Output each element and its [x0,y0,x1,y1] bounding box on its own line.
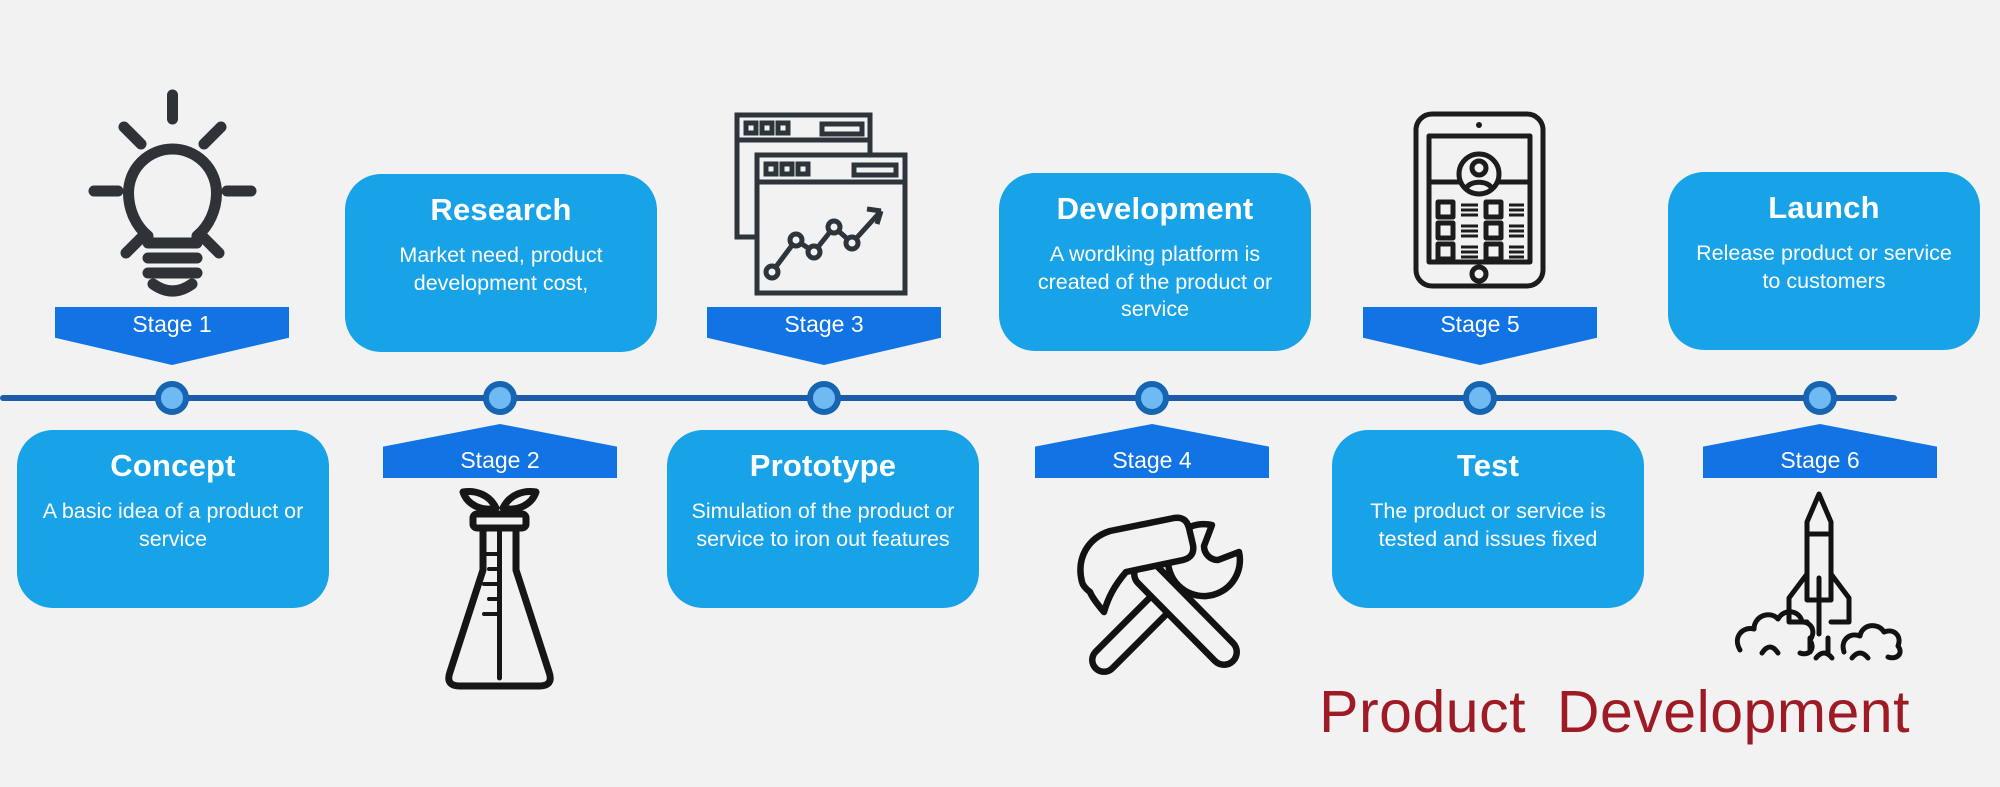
card-description: A wordking platform is created of the pr… [1037,242,1273,322]
card-title: Concept [110,448,236,483]
timeline-line [0,395,1897,401]
stage-label: Stage 3 [784,311,864,337]
stage-banner-5: Stage 5 [1363,307,1597,365]
stage-label: Stage 4 [1112,447,1192,473]
timeline-node-3 [807,381,841,415]
stage-card-test: Test The product or service is tested an… [1332,430,1644,608]
card-description: Market need, product development cost, [399,243,603,295]
card-title: Prototype [749,448,897,483]
stage-card-development: Development A wordking platform is creat… [999,173,1311,351]
card-description: Release product or service to customers [1696,241,1952,293]
card-description: The product or service is tested and iss… [1370,499,1606,551]
stage-card-concept: Concept A basic idea of a product or ser… [17,430,329,608]
rocket-icon [1734,491,1903,661]
stage-label: Stage 6 [1780,447,1860,473]
lightbulb-icon [88,89,257,297]
card-description: A basic idea of a product or service [42,499,304,551]
page-title: Product Development [1319,679,1910,745]
stage-card-research: Research Market need, product developmen… [345,174,657,352]
stage-label: Stage 5 [1440,311,1520,337]
stage-label: Stage 1 [132,311,212,337]
flask-icon [445,488,554,690]
analytics-window-icon [734,112,908,296]
card-title: Research [430,192,572,227]
hammer-wrench-icon [1077,514,1244,675]
stage-banner-6: Stage 6 [1703,424,1937,478]
stage-label: Stage 2 [460,447,540,473]
timeline-node-1 [155,381,189,415]
stage-card-prototype: Prototype Simulation of the product or s… [667,430,979,608]
card-title: Development [1056,191,1254,226]
timeline-node-5 [1463,381,1497,415]
tablet-icon [1413,111,1546,289]
stage-banner-4: Stage 4 [1035,424,1269,478]
stage-banner-2: Stage 2 [383,424,617,478]
stage-banner-1: Stage 1 [55,307,289,365]
stage-card-launch: Launch Release product or service to cus… [1668,172,1980,350]
card-title: Test [1456,448,1520,483]
timeline-node-6 [1803,381,1837,415]
stage-banner-3: Stage 3 [707,307,941,365]
card-description: Simulation of the product or service to … [691,499,955,551]
timeline-node-2 [483,381,517,415]
timeline-node-4 [1135,381,1169,415]
card-title: Launch [1768,190,1880,225]
